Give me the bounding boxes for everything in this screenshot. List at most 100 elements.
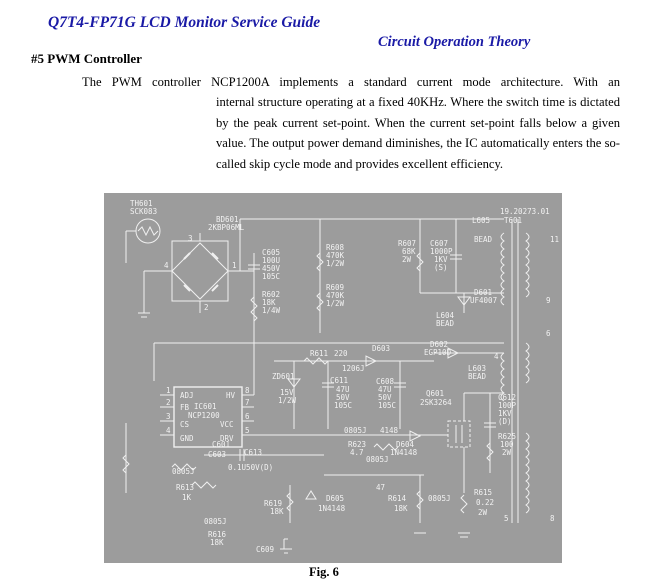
label-r613: R613: [176, 483, 194, 492]
label-l604-v: BEAD: [436, 319, 455, 328]
label-c603: C603: [208, 450, 226, 459]
label-ic-drv: DRV: [220, 434, 234, 443]
label-c601: C601: [212, 440, 230, 449]
label-i5: 5: [245, 426, 250, 435]
label-bead: BEAD: [474, 235, 493, 244]
label-i2: 2: [166, 398, 171, 407]
label-q601-v: 2SK3264: [420, 398, 452, 407]
label-r608: R608: [326, 243, 345, 252]
label-ic-part: NCP1200: [188, 411, 220, 420]
label-l605: L605: [472, 216, 490, 225]
label-r623-v: 4.7: [350, 448, 364, 457]
label-d605-v: 1N4148: [318, 504, 346, 513]
label-p8: 8: [550, 514, 555, 523]
label-0805j-b: 0805J: [204, 517, 227, 526]
label-0805j-c: 0805J: [344, 426, 367, 435]
label-c608: C608: [376, 377, 395, 386]
label-r609-v1: 470K: [326, 291, 345, 300]
label-r608-v2: 1/2W: [326, 259, 345, 268]
label-p6: 6: [546, 329, 551, 338]
ic601-block: [173, 386, 243, 448]
label-c612-v1: 100P: [498, 401, 517, 410]
paragraph-body: internal structure operating at a fixed …: [216, 95, 620, 171]
label-c608-v1: 47U: [378, 385, 392, 394]
label-c605-v3: 105C: [262, 272, 280, 281]
label-i6: 6: [245, 412, 250, 421]
label-c605: C605: [262, 248, 280, 257]
label-c607-v1: 1000P: [430, 247, 453, 256]
label-t601-ref: 19.20273.01: [500, 207, 550, 216]
label-r625: R625: [498, 432, 516, 441]
label-d601-v: UF4007: [470, 296, 497, 305]
label-r611-v: 220: [334, 349, 348, 358]
label-r602-v1: 18K: [262, 298, 276, 307]
label-zd601-v2: 1/2W: [278, 396, 297, 405]
label-i3: 3: [166, 412, 171, 421]
label-zd601-v1: 15V: [280, 388, 294, 397]
label-th601-val: SCK083: [130, 207, 157, 216]
label-q601: Q601: [426, 389, 444, 398]
label-i7: 7: [245, 398, 250, 407]
label-0805j-a: 0805J: [172, 467, 195, 476]
label-ic-gnd: GND: [180, 434, 194, 443]
label-n3: 3: [188, 234, 193, 243]
label-d605: D605: [326, 494, 344, 503]
label-p4: 4: [494, 352, 499, 361]
circuit-schematic-figure: TH601 SCK083 BD601 2KBP06ML 3 4 1 2 C605…: [104, 193, 562, 563]
label-i1: 1: [166, 386, 171, 395]
label-c612-v3: (D): [498, 417, 512, 426]
label-n1: 1: [232, 261, 237, 270]
label-r614-v: 18K: [394, 504, 408, 513]
label-r607-v1: 68K: [402, 247, 416, 256]
label-c611: C611: [330, 376, 348, 385]
figure-caption: Fig. 6: [309, 565, 339, 579]
label-c611-v3: 105C: [334, 401, 352, 410]
label-r602-v2: 1/4W: [262, 306, 281, 315]
label-l603-v: BEAD: [468, 372, 487, 381]
label-ic-fb: FB: [180, 403, 190, 412]
label-r613-v: 1K: [182, 493, 192, 502]
label-n2: 2: [204, 303, 209, 312]
label-0805j-e: 0805J: [428, 494, 451, 503]
label-c607-v3: (S): [434, 263, 448, 272]
label-c605-v1: 100U: [262, 256, 280, 265]
label-l604: L604: [436, 311, 455, 320]
label-d604-v: 1N4148: [390, 448, 418, 457]
label-p11: 11: [550, 235, 559, 244]
label-0805j-d: 0805J: [366, 455, 389, 464]
q601-mosfet: [447, 420, 471, 448]
label-ic-adj: ADJ: [180, 391, 194, 400]
label-c605-v2: 450V: [262, 264, 281, 273]
label-bd601-val: 2KBP06ML: [208, 223, 245, 232]
label-d604: D604: [396, 440, 415, 449]
label-c611-v1: 47U: [336, 385, 350, 394]
label-i8: 8: [245, 386, 250, 395]
label-c609: C609: [256, 545, 274, 554]
label-r615: R615: [474, 488, 492, 497]
label-r619-v: 18K: [270, 507, 284, 516]
schematic-svg: TH601 SCK083 BD601 2KBP06ML 3 4 1 2 C605…: [122, 199, 559, 554]
label-c607-v2: 1KV: [434, 255, 448, 264]
label-r616-v: 18K: [210, 538, 224, 547]
label-r616: R616: [208, 530, 227, 539]
label-l603: L603: [468, 364, 486, 373]
label-c613-v: 0.1U50V(D): [228, 463, 273, 472]
label-r625-v2: 2W: [502, 448, 512, 457]
label-d604-b: 4148: [380, 426, 399, 435]
label-r609-v2: 1/2W: [326, 299, 345, 308]
label-d603-v: 1206J: [342, 364, 365, 373]
label-d602-v: EGP10D: [424, 348, 452, 357]
section-header-title: Circuit Operation Theory: [378, 34, 531, 50]
label-c608-v3: 105C: [378, 401, 396, 410]
label-p9: 9: [546, 296, 551, 305]
label-c608-v2: 50V: [378, 393, 392, 402]
label-p5: 5: [504, 514, 509, 523]
label-r614: R614: [388, 494, 407, 503]
label-r623: R623: [348, 440, 366, 449]
label-r615-v2: 2W: [478, 508, 488, 517]
label-c612: C612: [498, 393, 516, 402]
label-r607-v2: 2W: [402, 255, 412, 264]
label-c607: C607: [430, 239, 448, 248]
label-c613: C613: [244, 448, 262, 457]
label-r611: R611: [310, 349, 328, 358]
